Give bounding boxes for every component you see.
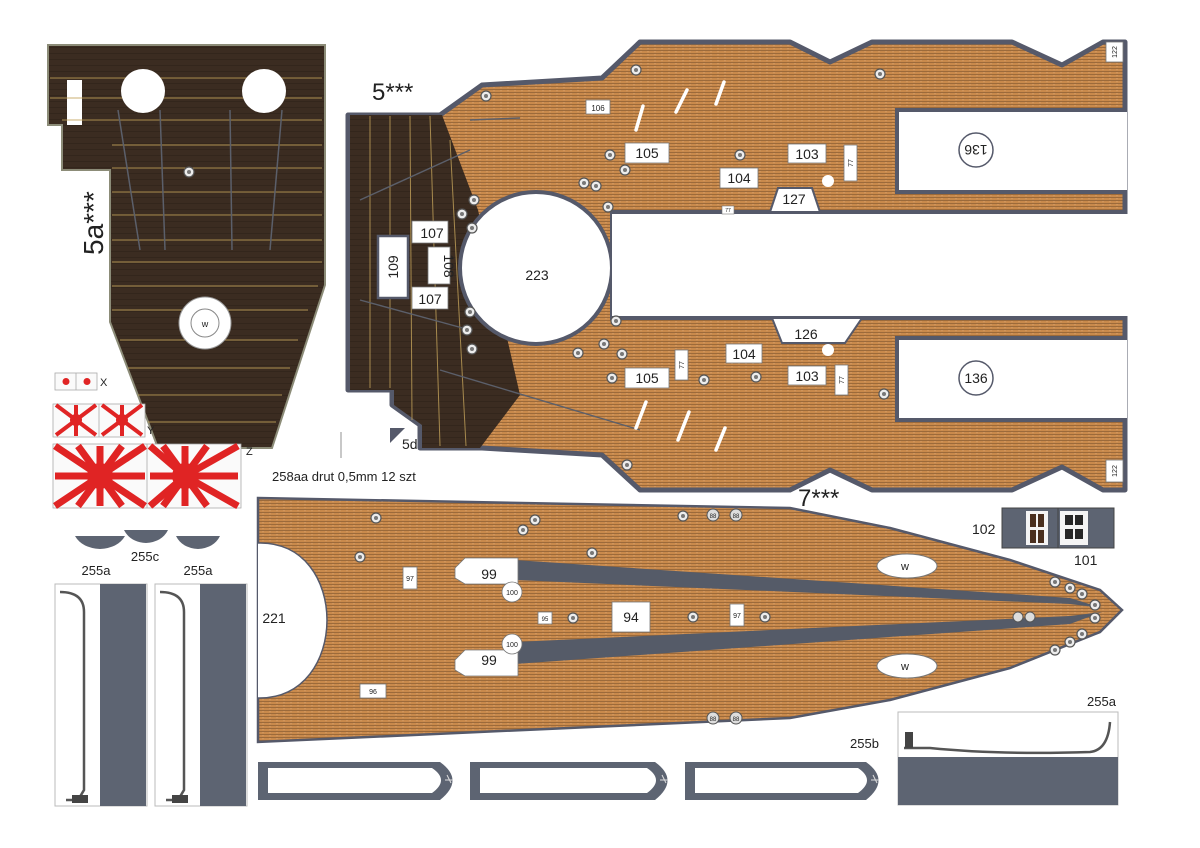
label-88: 88 xyxy=(710,717,717,723)
deck-7-labels: 221 99 99 100 100 94 95 96 97 97 w w 88 … xyxy=(262,514,909,723)
part-255a-small xyxy=(176,536,220,549)
label-127: 127 xyxy=(782,191,806,207)
part-101 xyxy=(1057,507,1115,549)
label-104: 104 xyxy=(732,346,756,362)
label-w: w xyxy=(900,561,909,573)
label-77: 77 xyxy=(679,361,686,369)
label-99: 99 xyxy=(481,566,497,582)
part-label-5a: 5a*** xyxy=(78,191,109,255)
deck-7 xyxy=(256,496,1124,744)
label-221: 221 xyxy=(262,610,286,626)
label-107: 107 xyxy=(420,225,444,241)
label-107: 107 xyxy=(418,291,442,307)
label-96: 96 xyxy=(369,689,377,696)
flag-z-label: Z xyxy=(246,446,253,458)
opening-circle xyxy=(121,69,165,113)
label-103: 103 xyxy=(795,368,819,384)
deck-5-labels: 106 105 105 104 104 103 103 127 126 136 … xyxy=(385,46,1119,477)
part-102 xyxy=(1001,507,1059,549)
wire-part-258aa xyxy=(340,432,342,458)
part-255a-panel-left xyxy=(54,583,148,807)
label-255a: 255a xyxy=(82,563,112,578)
label-122: 122 xyxy=(1112,46,1119,58)
label-108: 108 xyxy=(441,254,457,278)
label-104: 104 xyxy=(727,170,751,186)
part-255a-small xyxy=(75,536,125,549)
part-label-5d: 5d xyxy=(402,436,418,452)
label-223: 223 xyxy=(525,267,549,283)
boat-strip-3 xyxy=(685,762,879,800)
label-94: 94 xyxy=(623,609,639,625)
flag-y xyxy=(52,403,146,438)
label-122: 122 xyxy=(1112,465,1119,477)
label-126: 126 xyxy=(794,326,818,342)
label-103: 103 xyxy=(795,146,819,162)
label-136: 136 xyxy=(964,370,988,386)
part-label-7: 7*** xyxy=(798,485,839,512)
boat-strip-1 xyxy=(258,762,453,800)
part-5d-triangle xyxy=(390,428,405,443)
label-136: 136 xyxy=(964,142,988,158)
label-100: 100 xyxy=(506,642,518,649)
label-105: 105 xyxy=(635,145,659,161)
label-88: 88 xyxy=(710,514,717,520)
flag-x-label: X xyxy=(100,377,108,389)
flag-y-label: Y xyxy=(147,425,155,437)
label-88: 88 xyxy=(733,514,740,520)
label-77: 77 xyxy=(725,208,731,214)
label-106: 106 xyxy=(591,104,605,113)
part-label-5: 5*** xyxy=(372,79,413,106)
opening-circle xyxy=(242,69,286,113)
label-105: 105 xyxy=(635,370,659,386)
label-99: 99 xyxy=(481,652,497,668)
part-255b-panel xyxy=(897,711,1119,806)
label-255b: 255b xyxy=(850,736,879,751)
label-77: 77 xyxy=(839,376,846,384)
flag-x xyxy=(54,372,98,391)
label-109: 109 xyxy=(385,255,401,279)
part-255a-panel-right xyxy=(154,583,248,807)
bollard-marker xyxy=(183,166,195,178)
label-88: 88 xyxy=(733,717,740,723)
deck-5 xyxy=(345,39,1128,493)
bitts-88 xyxy=(706,508,1036,725)
label-97: 97 xyxy=(406,576,414,583)
boat-strip-2 xyxy=(470,762,668,800)
label-95: 95 xyxy=(542,617,549,623)
label-101: 101 xyxy=(1074,552,1098,568)
flag-z xyxy=(52,442,242,510)
label-w: w xyxy=(900,661,909,673)
wire-note: 258aa drut 0,5mm 12 szt xyxy=(272,469,416,484)
label-255c: 255c xyxy=(131,549,160,564)
deck-5a: w xyxy=(47,44,326,449)
label-255a: 255a xyxy=(184,563,214,578)
label-255a: 255a xyxy=(1087,694,1117,709)
label-97: 97 xyxy=(733,613,741,620)
label-77: 77 xyxy=(848,159,855,167)
part-255c-small xyxy=(124,530,168,543)
label-5a-w: w xyxy=(201,319,209,329)
label-100: 100 xyxy=(506,590,518,597)
label-102: 102 xyxy=(972,521,996,537)
